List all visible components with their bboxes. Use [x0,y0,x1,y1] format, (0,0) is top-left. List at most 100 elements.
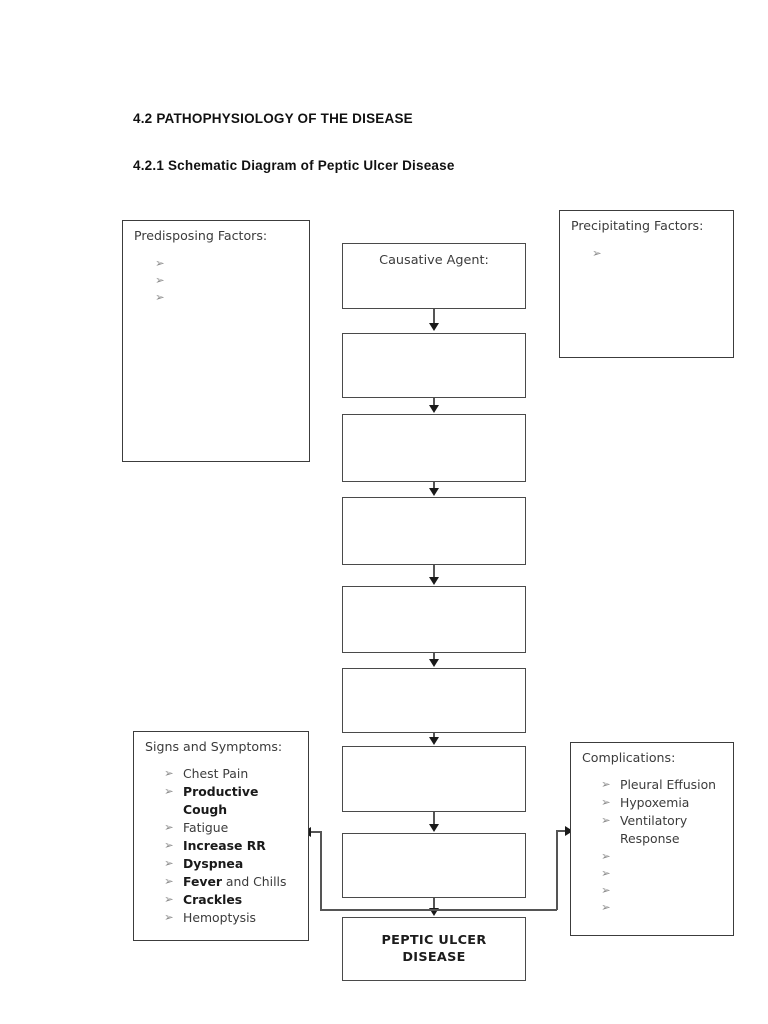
complications-title: Complications: [582,750,676,765]
signs-and-symptoms-list: ➢ Chest Pain ➢ Productive Cough ➢ Fatigu… [164,765,304,927]
list-item-bold: Increase RR [183,837,266,853]
arrow-down-icon [429,405,439,413]
section-subtitle: 4.2.1 Schematic Diagram of Peptic Ulcer … [133,158,455,173]
arrow-down-icon [429,577,439,585]
list-item-label: Productive Cough [183,783,304,819]
list-item: ➢ Hypoxemia [601,794,729,812]
flow-box-5 [342,586,526,653]
bullet-arrow-icon: ➢ [155,256,165,270]
bullet-arrow-icon: ➢ [155,273,165,287]
list-item-plain: Ventilatory Response [620,812,688,846]
list-item-label: Fever and Chills [183,873,304,891]
connector-complications-horizontal-bottom [433,909,557,911]
list-item-bold: Productive Cough [183,783,259,817]
outcome-box: PEPTIC ULCER DISEASE [342,917,526,981]
bullet-arrow-icon: ➢ [164,909,174,924]
flow-box-8 [342,833,526,898]
connector-complications-vertical [556,830,558,910]
list-item-label: Ventilatory Response [620,812,729,848]
list-item-plain: Pleural Effusion [620,777,717,792]
list-item: ➢ [155,272,303,289]
list-item-plain: Fatigue [183,819,229,835]
connector-4-5 [433,565,435,578]
flow-box-4 [342,497,526,565]
list-item: ➢ [601,848,729,865]
list-item: ➢ [155,255,303,272]
signs-and-symptoms-title: Signs and Symptoms: [145,739,283,754]
flow-box-6 [342,668,526,733]
arrow-down-icon [429,488,439,496]
list-item: ➢ [601,899,729,916]
list-item: ➢ Fatigue [164,819,304,837]
list-item: ➢ Dyspnea [164,855,304,873]
complications-list: ➢ Pleural Effusion ➢ Hypoxemia ➢ Ventila… [601,776,729,916]
list-item-label: Fatigue [183,819,304,837]
precipitating-factors-box: Precipitating Factors: ➢ [559,210,734,358]
list-item-label: Pleural Effusion [620,776,729,794]
arrow-down-icon [429,908,439,916]
bullet-arrow-icon: ➢ [601,865,611,880]
connector-signs-vertical [320,831,322,910]
connector-3-4 [433,482,435,489]
list-item-label: Hypoxemia [620,794,729,812]
list-item: ➢ Fever and Chills [164,873,304,891]
bullet-arrow-icon: ➢ [164,891,174,906]
predisposing-factors-list: ➢ ➢ ➢ [155,255,303,306]
flow-box-3 [342,414,526,482]
list-item: ➢ [601,882,729,899]
list-item-plain: Hemoptysis [183,909,257,925]
list-item-label: Crackles [183,891,304,909]
precipitating-factors-list: ➢ [592,245,727,262]
page-title: 4.2 PATHOPHYSIOLOGY OF THE DISEASE [133,111,413,126]
list-item-label [620,865,729,882]
predisposing-factors-title: Predisposing Factors: [134,228,268,243]
connector-7-8 [433,812,435,825]
connector-signs-horizontal-top [311,831,322,833]
flow-box-7 [342,746,526,812]
list-item-label [174,289,303,306]
bullet-arrow-icon: ➢ [164,837,174,852]
connector-5-6 [433,653,435,660]
bullet-arrow-icon: ➢ [601,848,611,863]
list-item: ➢ Productive Cough [164,783,304,819]
list-item-plain: and Chills [221,873,287,889]
list-item-plain: Chest Pain [183,766,249,781]
arrow-down-icon [429,659,439,667]
connector-2-3 [433,398,435,406]
flow-box-1: Causative Agent: [342,243,526,309]
bullet-arrow-icon: ➢ [164,783,174,798]
arrow-down-icon [429,824,439,832]
bullet-arrow-icon: ➢ [601,812,611,827]
bullet-arrow-icon: ➢ [592,246,602,260]
list-item-label: Hemoptysis [183,909,304,927]
list-item-bold: Crackles [183,891,243,907]
list-item: ➢ Pleural Effusion [601,776,729,794]
bullet-arrow-icon: ➢ [601,794,611,809]
bullet-arrow-icon: ➢ [164,819,174,834]
list-item-label [611,245,727,262]
connector-signs-horizontal-bottom [320,909,435,911]
list-item-label: Increase RR [183,837,304,855]
list-item-label [174,272,303,289]
list-item: ➢ [601,865,729,882]
arrow-right-icon [565,826,573,836]
bullet-arrow-icon: ➢ [164,766,174,780]
list-item-label: Chest Pain [183,765,304,783]
list-item: ➢ Ventilatory Response [601,812,729,848]
list-item-bold: Fever [183,873,222,889]
bullet-arrow-icon: ➢ [601,899,611,914]
arrow-down-icon [429,323,439,331]
flow-box-1-label: Causative Agent: [379,253,489,268]
precipitating-factors-title: Precipitating Factors: [571,218,704,233]
list-item-label [620,899,729,916]
list-item-plain: Hypoxemia [620,794,690,810]
list-item: ➢ [592,245,727,262]
connector-complications-horizontal-top [556,830,566,832]
bullet-arrow-icon: ➢ [601,882,611,897]
list-item-bold: Dyspnea [183,855,244,871]
bullet-arrow-icon: ➢ [164,873,174,888]
predisposing-factors-box: Predisposing Factors: ➢ ➢ ➢ [122,220,310,462]
list-item: ➢ Increase RR [164,837,304,855]
outcome-label: PEPTIC ULCER DISEASE [381,933,487,966]
connector-6-7 [433,733,435,738]
